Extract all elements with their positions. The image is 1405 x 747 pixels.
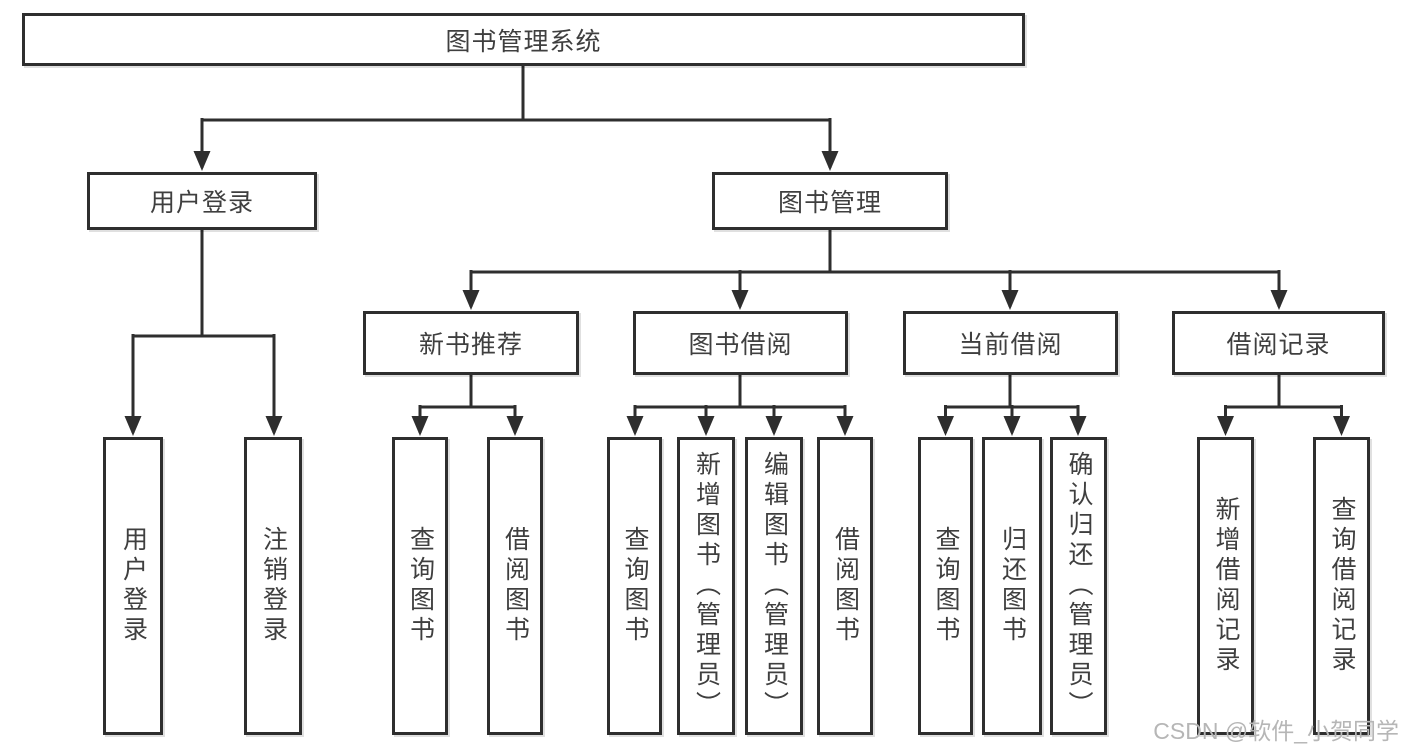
- node-label: 新书推荐: [418, 331, 523, 359]
- leaf-current-confirm-return-admin: 确认归还（管理员）: [1050, 437, 1107, 735]
- node-label: 查询图书: [406, 526, 435, 646]
- connector-user-login-to-children: [124, 230, 283, 436]
- connector-book-management-to-level3: [462, 230, 1288, 310]
- node-label: 用户登录: [119, 526, 148, 646]
- node-label: 图书管理: [777, 189, 882, 217]
- node-label: 新增图书（管理员）: [692, 451, 721, 721]
- node-label: 新增借阅记录: [1212, 496, 1240, 676]
- leaf-current-query-books: 查询图书: [918, 437, 973, 735]
- leaf-borrow-query-books: 查询图书: [607, 437, 662, 735]
- node-new-book-recommend: 新书推荐: [363, 311, 579, 375]
- leaf-records-query-record: 查询借阅记录: [1313, 437, 1370, 735]
- leaf-user-login: 用户登录: [103, 437, 163, 735]
- node-label: 借阅图书: [501, 526, 530, 646]
- leaf-recommend-query-books: 查询图书: [392, 437, 448, 735]
- node-label: 编辑图书（管理员）: [760, 451, 789, 721]
- node-label: 图书管理系统: [445, 27, 602, 56]
- leaf-recommend-borrow-books: 借阅图书: [487, 437, 543, 735]
- node-label: 确认归还（管理员）: [1065, 451, 1093, 721]
- connector-root-to-level2: [193, 66, 839, 171]
- leaf-current-return-books: 归还图书: [982, 437, 1042, 735]
- node-label: 查询图书: [621, 526, 649, 646]
- node-current-borrow: 当前借阅: [903, 311, 1118, 375]
- node-borrow-records: 借阅记录: [1172, 311, 1385, 375]
- node-library-management-system: 图书管理系统: [22, 13, 1025, 66]
- leaf-borrow-edit-books-admin: 编辑图书（管理员）: [745, 437, 803, 735]
- connector-new-book-recommend-to-children: [411, 375, 524, 436]
- node-label: 注销登录: [259, 526, 288, 646]
- connector-book-borrow-to-children: [626, 375, 854, 436]
- node-label: 查询借阅记录: [1328, 496, 1356, 676]
- leaf-records-add-record: 新增借阅记录: [1197, 437, 1254, 735]
- node-label: 当前借阅: [958, 331, 1063, 359]
- node-book-management: 图书管理: [712, 172, 948, 230]
- leaf-borrow-add-books-admin: 新增图书（管理员）: [677, 437, 735, 735]
- leaf-logout: 注销登录: [244, 437, 302, 735]
- node-book-borrow: 图书借阅: [633, 311, 848, 375]
- node-label: 借阅图书: [831, 526, 860, 646]
- connector-borrow-records-to-children: [1217, 375, 1350, 436]
- node-label: 用户登录: [149, 189, 254, 217]
- node-label: 图书借阅: [688, 331, 793, 359]
- node-label: 查询图书: [932, 526, 960, 646]
- leaf-borrow-borrow-books: 借阅图书: [817, 437, 873, 735]
- node-label: 归还图书: [998, 526, 1027, 646]
- connector-current-borrow-to-children: [937, 375, 1087, 436]
- node-user-login: 用户登录: [87, 172, 317, 230]
- node-label: 借阅记录: [1226, 331, 1331, 359]
- watermark: CSDN @软件_小贺同学: [1153, 718, 1399, 744]
